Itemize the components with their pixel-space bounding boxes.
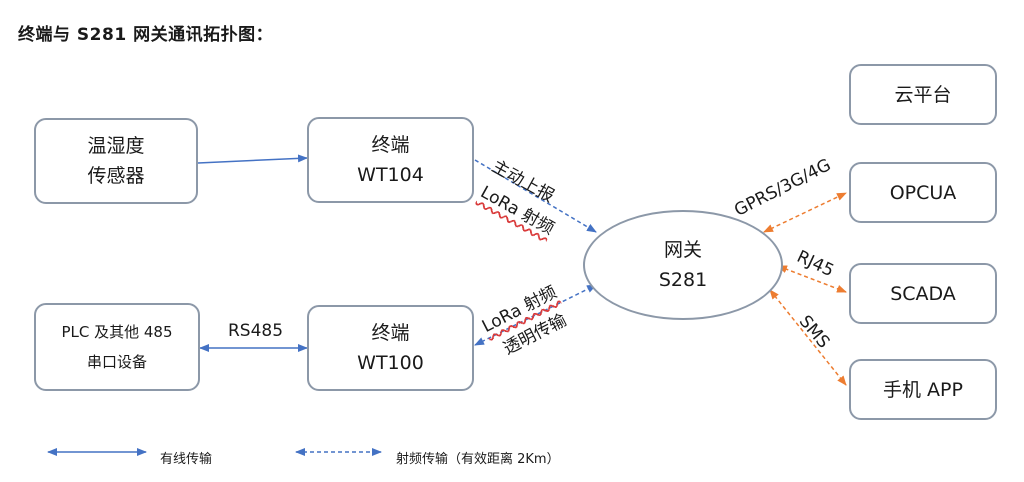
mobile-app-node: 手机 APP [849,359,997,420]
sensor-node-line2: 传感器 [87,165,145,187]
plc-node-line2: 串口设备 [86,353,147,371]
wt104-node-line1: 终端 [371,134,410,156]
gateway-node-line2: S281 [658,269,708,291]
gateway-node-line1: 网关 [663,239,702,261]
gateway-to-opcua-line [763,192,847,233]
wt104-to-gateway-line [474,159,597,233]
wt100-to-gateway-line [474,284,597,346]
wt104-node-line2: WT104 [357,164,424,186]
edge-label-rs485: RS485 [228,321,284,341]
gateway-s281-node: 网关 S281 [583,210,783,320]
plc-node-line1: PLC 及其他 485 [61,323,173,341]
cloud-node-label: 云平台 [894,83,952,106]
terminal-wt100-node: 终端 WT100 [307,305,474,391]
opcua-node-label: OPCUA [889,181,957,204]
scada-node-label: SCADA [890,282,956,305]
wt100-node-line1: 终端 [371,322,410,344]
app-node-label: 手机 APP [883,378,963,401]
sensor-node: 温湿度 传感器 [34,118,198,204]
gateway-to-app-line [769,289,847,386]
gateway-to-scada-line [777,265,847,293]
page-title: 终端与 S281 网关通讯拓扑图： [18,25,274,45]
plc-node: PLC 及其他 485 串口设备 [34,303,200,391]
cloud-platform-node: 云平台 [849,64,997,125]
terminal-wt104-node: 终端 WT104 [307,117,474,203]
scada-node: SCADA [849,263,997,324]
wt100-node-line2: WT100 [357,352,424,374]
sensor-node-line1: 温湿度 [87,135,145,157]
sensor-to-wt104-line [197,154,308,164]
legend-wired-label: 有线传输 [160,452,213,467]
opcua-node: OPCUA [849,162,997,223]
legend-rf-label: 射频传输（有效距离 2Km） [396,452,560,467]
